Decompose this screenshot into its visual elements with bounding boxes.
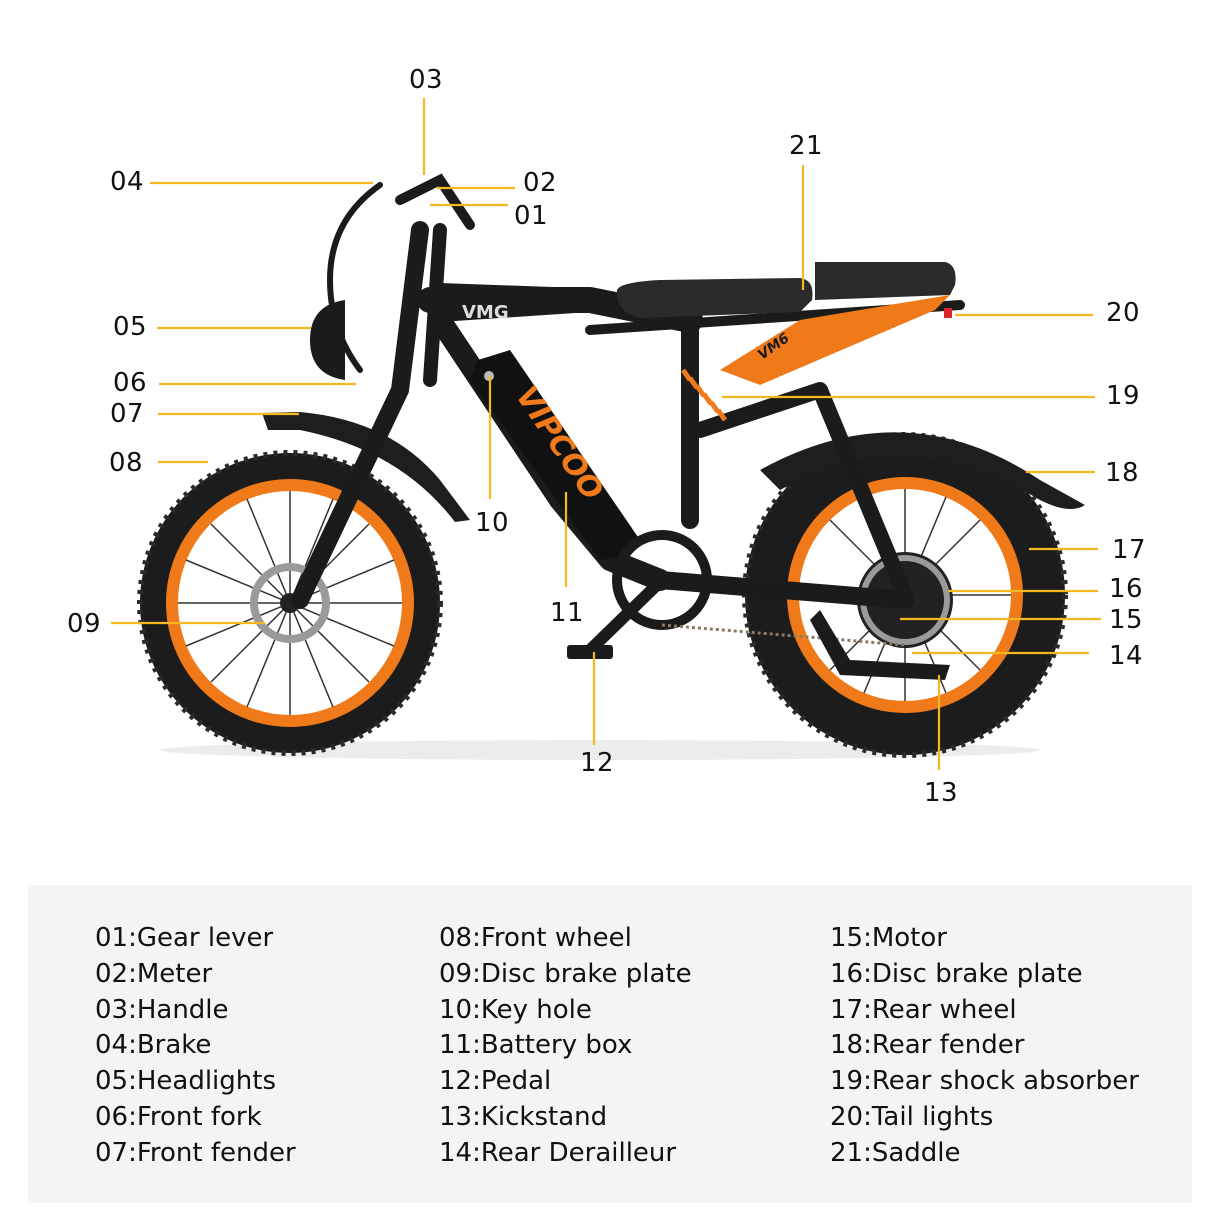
bike-diagram: VIPCOO VMG VM6	[67, 65, 1147, 808]
legend-item: 04:Brake	[95, 1030, 212, 1061]
legend-column-3: 15:Motor 16:Disc brake plate 17:Rear whe…	[830, 921, 1139, 1172]
legend-item: 16:Disc brake plate	[830, 958, 1083, 989]
legend-item: 07:Front fender	[95, 1137, 296, 1168]
legend-item: 15:Motor	[830, 923, 947, 953]
callout-11: 11	[550, 598, 585, 628]
callout-01: 01	[514, 201, 549, 231]
legend-item: 19:Rear shock absorber	[830, 1066, 1139, 1097]
legend-item: 05:Headlights	[95, 1066, 276, 1097]
legend-column-1: 01:Gear lever 02:Meter 03:Handle 04:Brak…	[95, 921, 296, 1172]
legend-item: 21:Saddle	[830, 1137, 961, 1168]
callout-14: 14	[1109, 641, 1144, 671]
legend-item: 14:Rear Derailleur	[439, 1137, 677, 1168]
legend-item: 13:Kickstand	[439, 1101, 608, 1132]
callout-10: 10	[475, 508, 510, 538]
legend-item: 03:Handle	[95, 994, 229, 1025]
callout-13: 13	[924, 778, 959, 808]
callout-12: 12	[580, 748, 615, 778]
legend-item: 12:Pedal	[439, 1066, 552, 1097]
legend-item: 10:Key hole	[439, 994, 592, 1025]
callout-02: 02	[523, 168, 558, 198]
callout-16: 16	[1109, 574, 1144, 604]
legend-column-2: 08:Front wheel 09:Disc brake plate 10:Ke…	[439, 921, 692, 1172]
legend-item: 06:Front fork	[95, 1101, 262, 1132]
legend-item: 08:Front wheel	[439, 923, 632, 953]
legend-item: 18:Rear fender	[830, 1030, 1025, 1061]
callout-21: 21	[789, 131, 824, 161]
callout-19: 19	[1106, 381, 1141, 411]
callout-09: 09	[67, 609, 102, 639]
callout-05: 05	[113, 312, 148, 342]
parts-legend: 01:Gear lever 02:Meter 03:Handle 04:Brak…	[28, 885, 1192, 1203]
legend-item: 17:Rear wheel	[830, 994, 1017, 1025]
callout-17: 17	[1112, 535, 1147, 565]
legend-item: 01:Gear lever	[95, 923, 274, 953]
callout-15: 15	[1109, 605, 1144, 635]
callout-03: 03	[409, 65, 444, 95]
callout-06: 06	[113, 368, 148, 398]
legend-item: 02:Meter	[95, 958, 213, 989]
legend-item: 09:Disc brake plate	[439, 958, 692, 989]
ebike-illustration: VIPCOO VMG VM6	[111, 98, 1101, 770]
callout-08: 08	[109, 448, 144, 478]
callout-04: 04	[110, 167, 145, 197]
svg-text:VMG: VMG	[462, 302, 509, 323]
callout-07: 07	[110, 399, 145, 429]
leader-lines	[111, 98, 1101, 770]
legend-item: 11:Battery box	[439, 1030, 633, 1061]
legend-item: 20:Tail lights	[830, 1101, 994, 1132]
front-wheel-graphic	[137, 450, 443, 756]
callout-20: 20	[1106, 298, 1141, 328]
callout-18: 18	[1105, 458, 1140, 488]
